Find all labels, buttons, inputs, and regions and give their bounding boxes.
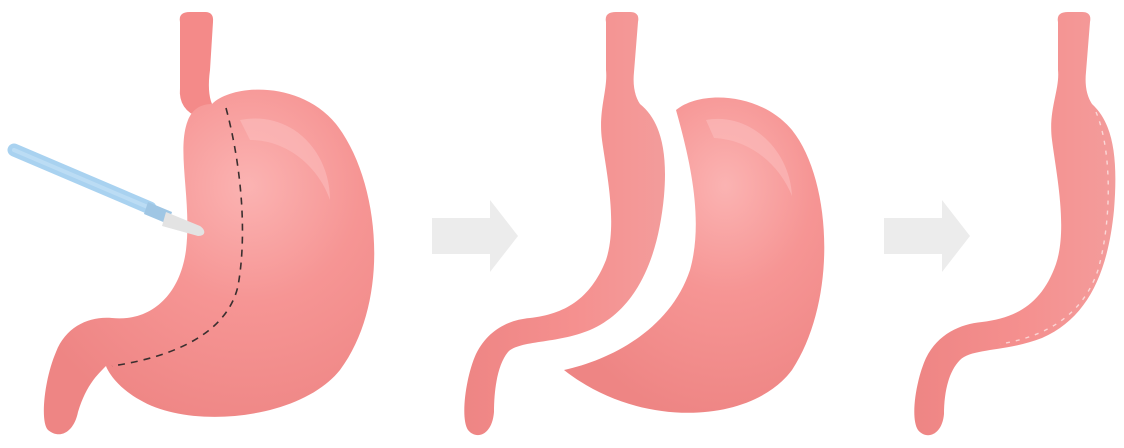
arrow-right-icon bbox=[432, 200, 518, 272]
esophagus-1 bbox=[180, 12, 213, 118]
stage-2-separated bbox=[464, 12, 824, 435]
arrow-right-icon bbox=[884, 200, 970, 272]
stage-1-stomach bbox=[14, 12, 374, 434]
stomach-body-1 bbox=[44, 90, 374, 435]
scalpel-icon bbox=[14, 150, 204, 236]
